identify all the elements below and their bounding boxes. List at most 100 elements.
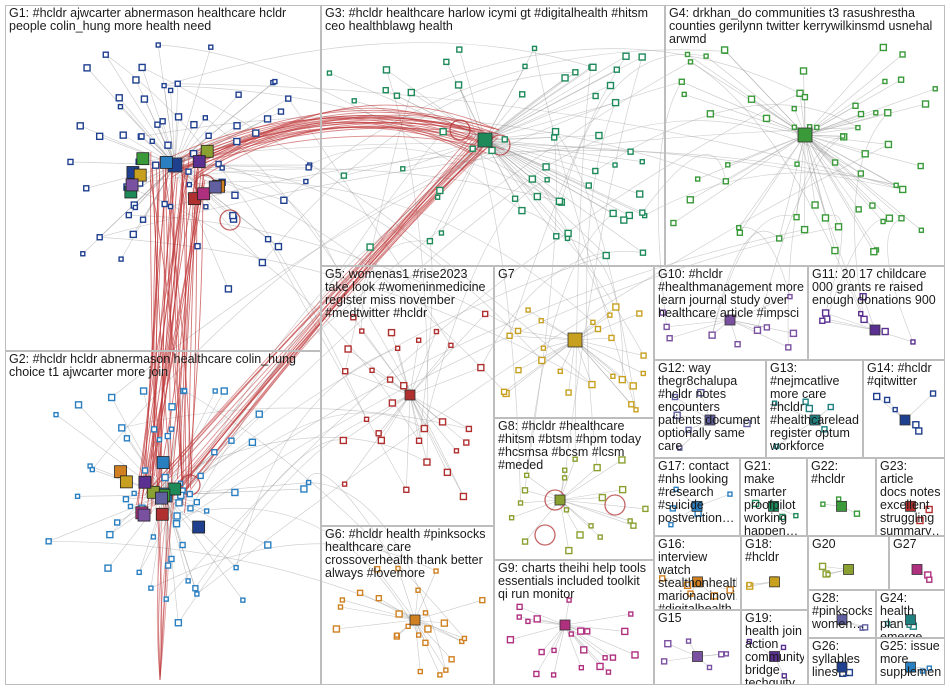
group-pane-g20: G20 [808, 536, 889, 590]
edge [484, 139, 568, 239]
node [164, 562, 172, 569]
edge [536, 624, 566, 675]
node [538, 648, 545, 656]
hub-node [836, 661, 848, 673]
node [264, 235, 272, 243]
node [747, 95, 756, 103]
node [233, 122, 241, 130]
edge [778, 134, 806, 239]
group-pane-g10: G10: #hcldr #healthmanagement more learn… [654, 266, 808, 360]
edge [705, 55, 806, 136]
edge [729, 319, 794, 334]
edge [414, 570, 437, 621]
node [633, 407, 639, 413]
node [666, 335, 673, 342]
node [161, 200, 168, 208]
node [186, 181, 193, 188]
edge [484, 102, 616, 141]
node [400, 166, 406, 172]
hub-node [869, 324, 881, 336]
edge [409, 345, 452, 396]
edge-red [164, 173, 193, 480]
edge [405, 394, 411, 490]
edge [509, 335, 576, 341]
group-pane-g15: G15 [654, 610, 741, 685]
node [563, 507, 570, 513]
node [921, 100, 930, 108]
node [89, 466, 95, 473]
node [710, 592, 719, 600]
edge [174, 164, 279, 247]
node [618, 485, 627, 494]
edge [697, 134, 806, 180]
edge [804, 134, 859, 210]
node [789, 329, 798, 338]
node [132, 204, 139, 211]
node [164, 141, 172, 149]
group-label: G20 [812, 538, 836, 551]
edge [80, 125, 176, 166]
node [285, 95, 292, 102]
node [932, 86, 938, 92]
edge [804, 134, 862, 174]
node [395, 610, 403, 618]
edge [518, 339, 576, 371]
hub-node [836, 500, 847, 512]
node [610, 373, 616, 379]
edge-red [203, 123, 493, 177]
node [104, 564, 112, 572]
edge [484, 139, 640, 195]
group-label: G18: #hcldr [745, 538, 780, 564]
node [588, 523, 594, 529]
edge [518, 330, 576, 341]
node [550, 672, 557, 678]
node [80, 251, 86, 257]
edge [170, 90, 176, 166]
edge [564, 624, 582, 668]
edge [414, 619, 452, 660]
node [687, 590, 694, 597]
node [436, 186, 444, 195]
node [168, 555, 175, 563]
node [627, 148, 634, 155]
node [150, 426, 158, 433]
edge [510, 624, 566, 641]
edge [409, 394, 448, 473]
edge [484, 139, 607, 256]
node [456, 46, 463, 53]
node [631, 651, 639, 659]
group-label: G25: issue more supplemen… [880, 640, 941, 679]
node [811, 201, 819, 209]
node [443, 667, 449, 673]
edge [564, 613, 631, 626]
node [663, 323, 670, 331]
edge-red [192, 104, 499, 180]
node [264, 541, 272, 549]
node [840, 133, 846, 139]
node [589, 63, 597, 71]
node [219, 165, 225, 171]
node [743, 419, 751, 428]
node [231, 488, 239, 497]
edge [397, 348, 411, 396]
edge [409, 394, 457, 452]
node [454, 81, 463, 89]
hub-node [905, 614, 916, 626]
node [203, 204, 209, 210]
hub-node [769, 651, 780, 662]
node [910, 339, 916, 345]
node [439, 127, 447, 136]
node [405, 623, 411, 630]
node [621, 627, 629, 636]
node [233, 564, 239, 571]
node [415, 337, 422, 343]
edge [804, 134, 866, 155]
node-layer [45, 42, 938, 679]
edge [86, 67, 176, 166]
edge [559, 499, 631, 522]
avatar-node [138, 475, 152, 489]
edge [409, 367, 481, 396]
node [129, 230, 137, 239]
node [751, 499, 760, 508]
edge [862, 296, 876, 331]
